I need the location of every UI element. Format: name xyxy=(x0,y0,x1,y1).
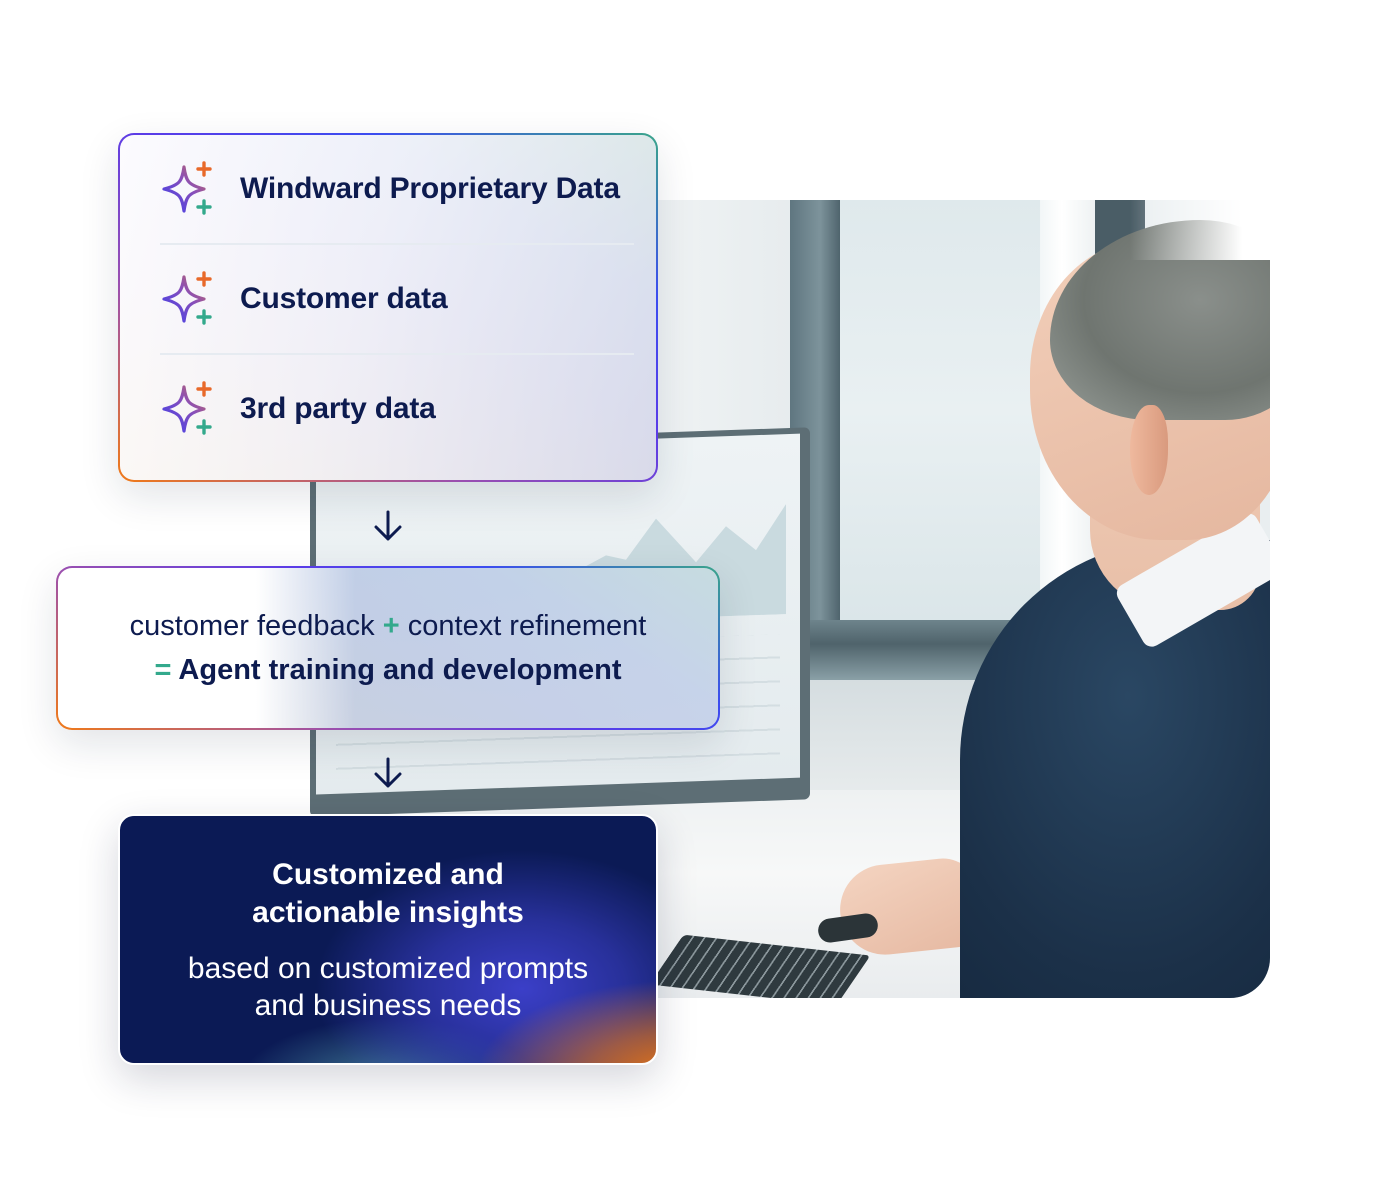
insights-subtitle-line2: and business needs xyxy=(254,988,522,1022)
sparkle-plus-icon xyxy=(162,161,212,215)
insights-subtitle: based on customized prompts and business… xyxy=(188,950,588,1024)
insights-card: Customized and actionable insights based… xyxy=(118,814,658,1065)
sparkle-plus-icon xyxy=(162,381,212,435)
photo-ear xyxy=(1130,405,1168,495)
plus-symbol: + xyxy=(382,610,400,642)
process-card: customer feedback + context refinement =… xyxy=(56,566,720,730)
process-part1: customer feedback xyxy=(129,610,375,642)
source-label: Customer data xyxy=(240,282,448,315)
list-item: Windward Proprietary Data xyxy=(160,135,634,243)
process-inputs: customer feedback + context refinement xyxy=(130,604,647,648)
photo-fade xyxy=(1130,200,1270,260)
insights-title-line2: actionable insights xyxy=(252,895,524,929)
source-label: 3rd party data xyxy=(240,392,436,425)
insights-title: Customized and actionable insights xyxy=(252,856,524,932)
process-part2: context refinement xyxy=(407,610,647,642)
arrow-down-icon xyxy=(374,757,402,788)
sparkle-plus-icon xyxy=(162,271,212,325)
source-label: Windward Proprietary Data xyxy=(240,172,620,205)
equals-symbol: = xyxy=(154,654,172,686)
arrow-down-icon xyxy=(374,510,402,541)
insights-subtitle-line1: based on customized prompts xyxy=(187,951,589,985)
list-item: 3rd party data xyxy=(160,353,634,463)
photo-suit xyxy=(960,540,1270,998)
list-item: Customer data xyxy=(160,243,634,353)
data-sources-card: Windward Proprietary Data Customer data … xyxy=(118,133,658,482)
process-result: = Agent training and development xyxy=(154,648,621,692)
photo-window xyxy=(840,200,1040,620)
process-result-text: Agent training and development xyxy=(178,654,622,686)
insights-title-line1: Customized and xyxy=(272,857,504,891)
